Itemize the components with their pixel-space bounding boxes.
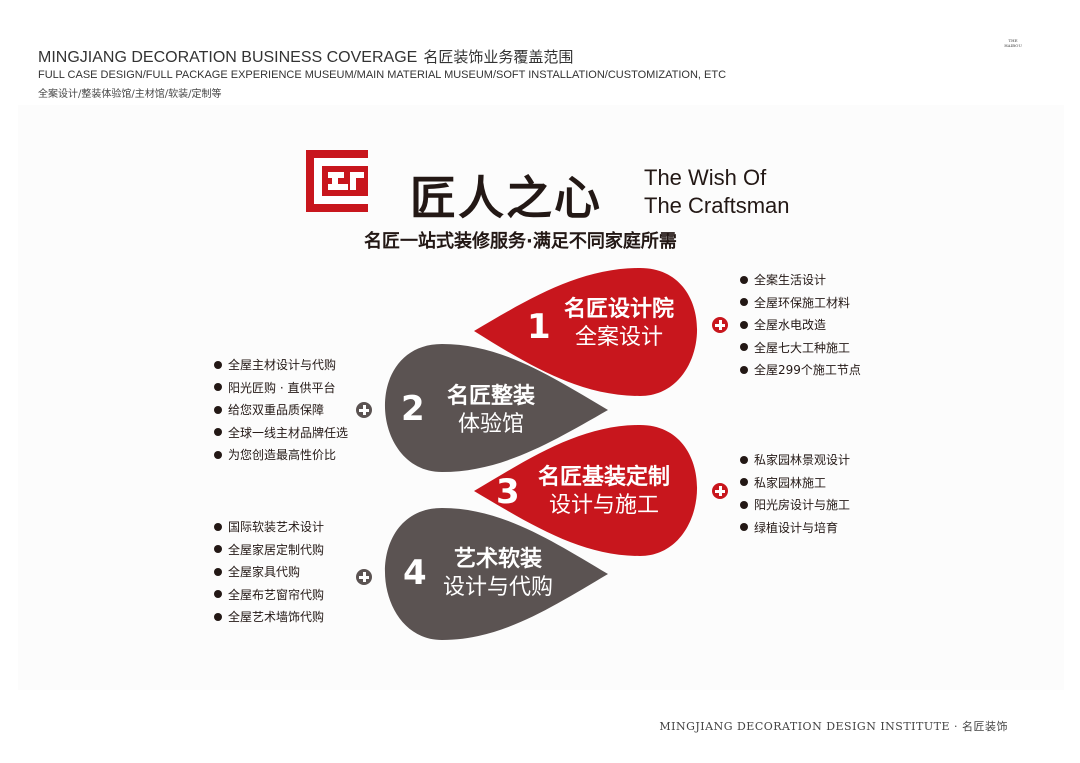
bullet-icon: [214, 612, 222, 621]
list-item: 全屋布艺窗帘代购: [214, 584, 324, 607]
section-3-number: 3: [496, 472, 520, 512]
bullet-icon: [740, 455, 748, 464]
petal-1-shape: [474, 268, 698, 396]
petal-4-shape: [384, 508, 608, 640]
section-1-subtitle: 全案设计: [574, 325, 663, 350]
list-item: 阳光房设计与施工: [740, 494, 850, 517]
page-title-cn: 名匠装饰业务覆盖范围: [423, 48, 574, 66]
section-2-number: 2: [401, 389, 425, 429]
section-3-list: 私家园林景观设计 私家园林施工 阳光房设计与施工 绿植设计与培育: [740, 449, 850, 539]
bullet-icon: [740, 500, 748, 509]
bullet-icon: [740, 343, 748, 351]
corner-mark-line1: THE: [1008, 38, 1018, 43]
brand-logo-icon: [306, 150, 368, 212]
section-1-plus-icon: [712, 317, 728, 333]
brand-name: 匠人之心: [410, 171, 602, 225]
bullet-icon: [214, 567, 222, 576]
bullet-icon: [740, 478, 748, 486]
list-item: 全屋七大工种施工: [740, 337, 861, 360]
bullet-icon: [740, 275, 748, 284]
section-4-title: 艺术软装: [453, 547, 542, 572]
list-item: 私家园林景观设计: [740, 449, 850, 472]
list-item: 全屋299个施工节点: [740, 359, 861, 382]
section-3-label: 名匠基装定制 设计与施工: [526, 464, 682, 520]
brand-slogan-en: The Wish Of The Craftsman: [644, 164, 790, 220]
bullet-icon: [214, 590, 222, 598]
bullet-icon: [740, 365, 748, 374]
section-4-plus-icon: [356, 569, 372, 585]
bullet-icon: [214, 405, 222, 414]
slogan-line-1: The Wish Of: [644, 165, 767, 190]
section-4-subtitle: 设计与代购: [442, 575, 553, 600]
corner-mark-line2: HAIBOU: [1004, 43, 1022, 48]
list-item: 全案生活设计: [740, 269, 861, 292]
list-item: 全屋环保施工材料: [740, 292, 861, 315]
bullet-icon: [214, 383, 222, 391]
section-2-title: 名匠整装: [446, 384, 535, 409]
bullet-icon: [214, 522, 222, 531]
section-1-list: 全案生活设计 全屋环保施工材料 全屋水电改造 全屋七大工种施工 全屋299个施工…: [740, 269, 861, 382]
page-title-en: MINGJIANG DECORATION BUSINESS COVERAGE: [38, 49, 418, 66]
bullet-icon: [740, 298, 748, 306]
list-item: 绿植设计与培育: [740, 517, 850, 540]
slogan-line-2: The Craftsman: [644, 193, 790, 218]
section-2-subtitle: 体验馆: [457, 412, 524, 437]
section-4-number: 4: [403, 553, 427, 593]
bullet-icon: [740, 320, 748, 329]
section-1-title: 名匠设计院: [563, 297, 674, 322]
page-title: MINGJIANG DECORATION BUSINESS COVERAGE 名匠…: [38, 46, 573, 67]
service-tagline: 名匠一站式装修服务·满足不同家庭所需: [364, 231, 677, 252]
petal-3-shape: [474, 425, 698, 556]
list-item: 全屋水电改造: [740, 314, 861, 337]
list-item: 全屋主材设计与代购: [214, 354, 348, 377]
section-1-number: 1: [527, 307, 551, 347]
list-item: 全球一线主材品牌任选: [214, 422, 348, 445]
section-2-list: 全屋主材设计与代购 阳光匠购 · 直供平台 给您双重品质保障 全球一线主材品牌任…: [214, 354, 348, 467]
section-2-plus-icon: [356, 402, 372, 418]
section-3-title: 名匠基装定制: [537, 465, 670, 490]
section-4-label: 艺术软装 设计与代购: [438, 546, 558, 602]
list-item: 国际软装艺术设计: [214, 516, 324, 539]
section-3-subtitle: 设计与施工: [548, 493, 659, 518]
bullet-icon: [214, 360, 222, 369]
bullet-icon: [740, 523, 748, 531]
list-item: 全屋艺术墙饰代购: [214, 606, 324, 629]
list-item: 全屋家居定制代购: [214, 539, 324, 562]
list-item: 为您创造最高性价比: [214, 444, 348, 467]
section-4-list: 国际软装艺术设计 全屋家居定制代购 全屋家具代购 全屋布艺窗帘代购 全屋艺术墙饰…: [214, 516, 324, 629]
list-item: 阳光匠购 · 直供平台: [214, 377, 348, 400]
page-footer: MINGJIANG DECORATION DESIGN INSTITUTE · …: [659, 720, 1008, 733]
list-item: 全屋家具代购: [214, 561, 324, 584]
bullet-icon: [214, 545, 222, 553]
section-2-label: 名匠整装 体验馆: [438, 383, 544, 439]
section-1-label: 名匠设计院 全案设计: [560, 296, 678, 352]
petal-2-shape: [384, 344, 608, 472]
bullet-icon: [214, 428, 222, 436]
bullet-icon: [214, 450, 222, 459]
list-item: 给您双重品质保障: [214, 399, 348, 422]
page-subtitle-cn: 全案设计/整装体验馆/主材馆/软装/定制等: [38, 89, 222, 100]
corner-mark: THE HAIBOU: [998, 38, 1028, 48]
page-subtitle-en: FULL CASE DESIGN/FULL PACKAGE EXPERIENCE…: [38, 69, 727, 81]
section-3-plus-icon: [712, 483, 728, 499]
list-item: 私家园林施工: [740, 472, 850, 495]
